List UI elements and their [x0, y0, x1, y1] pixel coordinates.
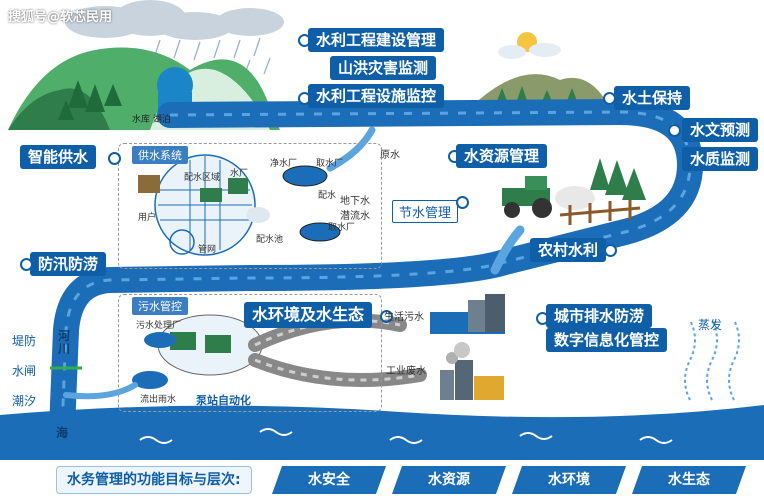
- label-resource: 水资源管理: [456, 144, 548, 168]
- farm: [502, 158, 646, 225]
- supply-intake: 取水厂: [316, 159, 344, 169]
- label-flood-monitor: 山洪灾害监测: [330, 56, 437, 80]
- dike-label: 堤防: [12, 334, 37, 348]
- sewage-treatment: 污水处理厂: [136, 321, 182, 331]
- label-city-drain-1: 城市排水防涝: [546, 304, 653, 328]
- rain-cloud: [65, 0, 284, 79]
- supply-clean-plant: 净水厂: [270, 159, 298, 169]
- mountains: [8, 47, 280, 130]
- supply-graphics: [138, 154, 341, 256]
- supply-plant: 水厂: [230, 169, 249, 179]
- label-construction: 水利工程建设管理: [308, 28, 445, 52]
- right-hills: [470, 32, 610, 108]
- label-save-water: 节水管理: [392, 200, 459, 223]
- supply-user: 用户: [138, 213, 157, 223]
- sewage-industrial: 工业废水: [386, 366, 426, 377]
- supply-distribution: 配水: [318, 191, 337, 201]
- supply-title: 供水系统: [132, 146, 188, 164]
- label-dot: [456, 196, 469, 209]
- label-dot: [380, 310, 393, 323]
- label-flood-control: 防汛防涝: [30, 252, 107, 276]
- goal-water-resource: 水资源: [392, 466, 506, 494]
- goal-water-safety: 水安全: [272, 466, 386, 494]
- label-dot: [604, 244, 617, 257]
- supply-raw-water: 原水: [380, 150, 400, 161]
- label-dot: [108, 152, 121, 165]
- evaporation-label: 蒸发: [698, 318, 723, 332]
- supply-distribution-area: 配水区域: [184, 173, 221, 183]
- label-smart-supply: 智能供水: [20, 145, 97, 169]
- label-hydro-forecast: 水文预测: [682, 118, 759, 142]
- city-factory: [430, 294, 505, 400]
- label-quality: 水质监测: [682, 147, 759, 171]
- river-label: 河川: [58, 329, 71, 356]
- label-environment: 水环境及水生态: [244, 302, 373, 328]
- sewage-title: 污水管控: [132, 297, 188, 315]
- label-rural: 农村水利: [530, 238, 607, 262]
- sea-label: 海: [56, 426, 69, 440]
- label-soil: 水土保持: [614, 86, 691, 110]
- label-facility-monitor: 水利工程设施监控: [308, 84, 445, 108]
- sewage-domestic: 生活污水: [384, 312, 424, 323]
- goals-title: 水务管理的功能目标与层次:: [56, 466, 252, 494]
- supply-box: [118, 143, 382, 269]
- reservoir-label: 水库 湖泊: [132, 115, 171, 125]
- supply-intake-2: 取水厂: [328, 223, 356, 233]
- sluice-label: 水闸: [12, 364, 37, 378]
- evaporation-lines: [684, 319, 740, 401]
- label-dot: [20, 258, 33, 271]
- tidal-label: 潮汐: [12, 394, 37, 408]
- goal-water-environment: 水环境: [512, 466, 626, 494]
- label-dot: [668, 124, 681, 137]
- sewage-outflow: 流出雨水: [140, 395, 177, 405]
- sewage-pump: 泵站自动化: [196, 394, 251, 407]
- supply-pool: 配水池: [256, 235, 284, 245]
- supply-groundwater: 地下水 潜流水: [340, 196, 370, 222]
- goal-water-ecology: 水生态: [632, 466, 746, 494]
- supply-network: 管网: [198, 245, 217, 255]
- sea: [0, 405, 764, 460]
- label-city-drain-2: 数字信息化管控: [546, 328, 668, 352]
- watermark: 搜狐号@软芯民用: [8, 10, 113, 25]
- sewage-box: [118, 294, 382, 412]
